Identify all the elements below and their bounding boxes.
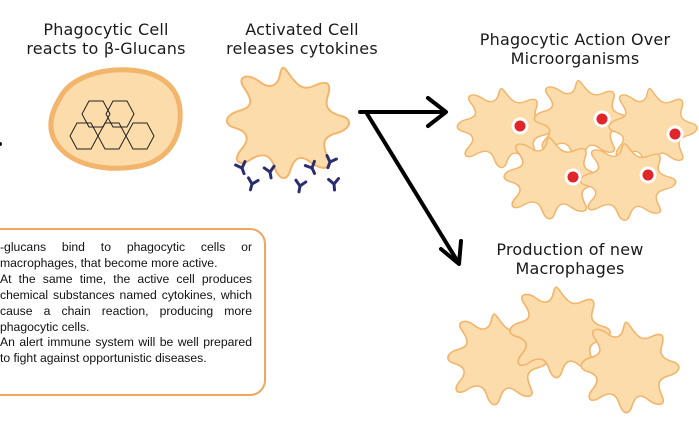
title-line: Production of new: [496, 240, 644, 259]
title-line: reacts to β-Glucans: [26, 39, 186, 58]
title-line: Activated Cell: [245, 20, 359, 39]
phagocytic-cell: [48, 67, 183, 171]
title-phagocytic-action: Phagocytic Action Over Microorganisms: [462, 30, 688, 68]
title-phagocytic-cell: Phagocytic Cell reacts to β-Glucans: [18, 20, 194, 58]
branch-arrows: [358, 96, 463, 266]
title-activated-cell: Activated Cell releases cytokines: [214, 20, 390, 58]
title-line: Macrophages: [515, 259, 625, 278]
description-paragraph: At the same time, the active cell produc…: [0, 271, 252, 334]
phagocytic-action-cells: [456, 79, 698, 222]
title-production: Production of new Macrophages: [476, 240, 664, 278]
title-line: Phagocytic Cell: [43, 20, 169, 39]
description-box: -glucans bind to phagocytic cells or mac…: [0, 228, 266, 396]
microorganisms: [511, 110, 684, 186]
edge-marker: [0, 142, 2, 146]
arrow-to-production: [364, 110, 460, 264]
title-line: releases cytokines: [226, 39, 378, 58]
description-paragraph: -glucans bind to phagocytic cells or mac…: [0, 240, 252, 270]
title-line: Microorganisms: [510, 49, 640, 68]
title-line: Phagocytic Action Over: [479, 30, 671, 49]
new-macrophages: [447, 286, 680, 414]
description-paragraph: An alert immune system will be well prep…: [0, 335, 252, 366]
beta-glucan-hexagons: [69, 100, 155, 150]
